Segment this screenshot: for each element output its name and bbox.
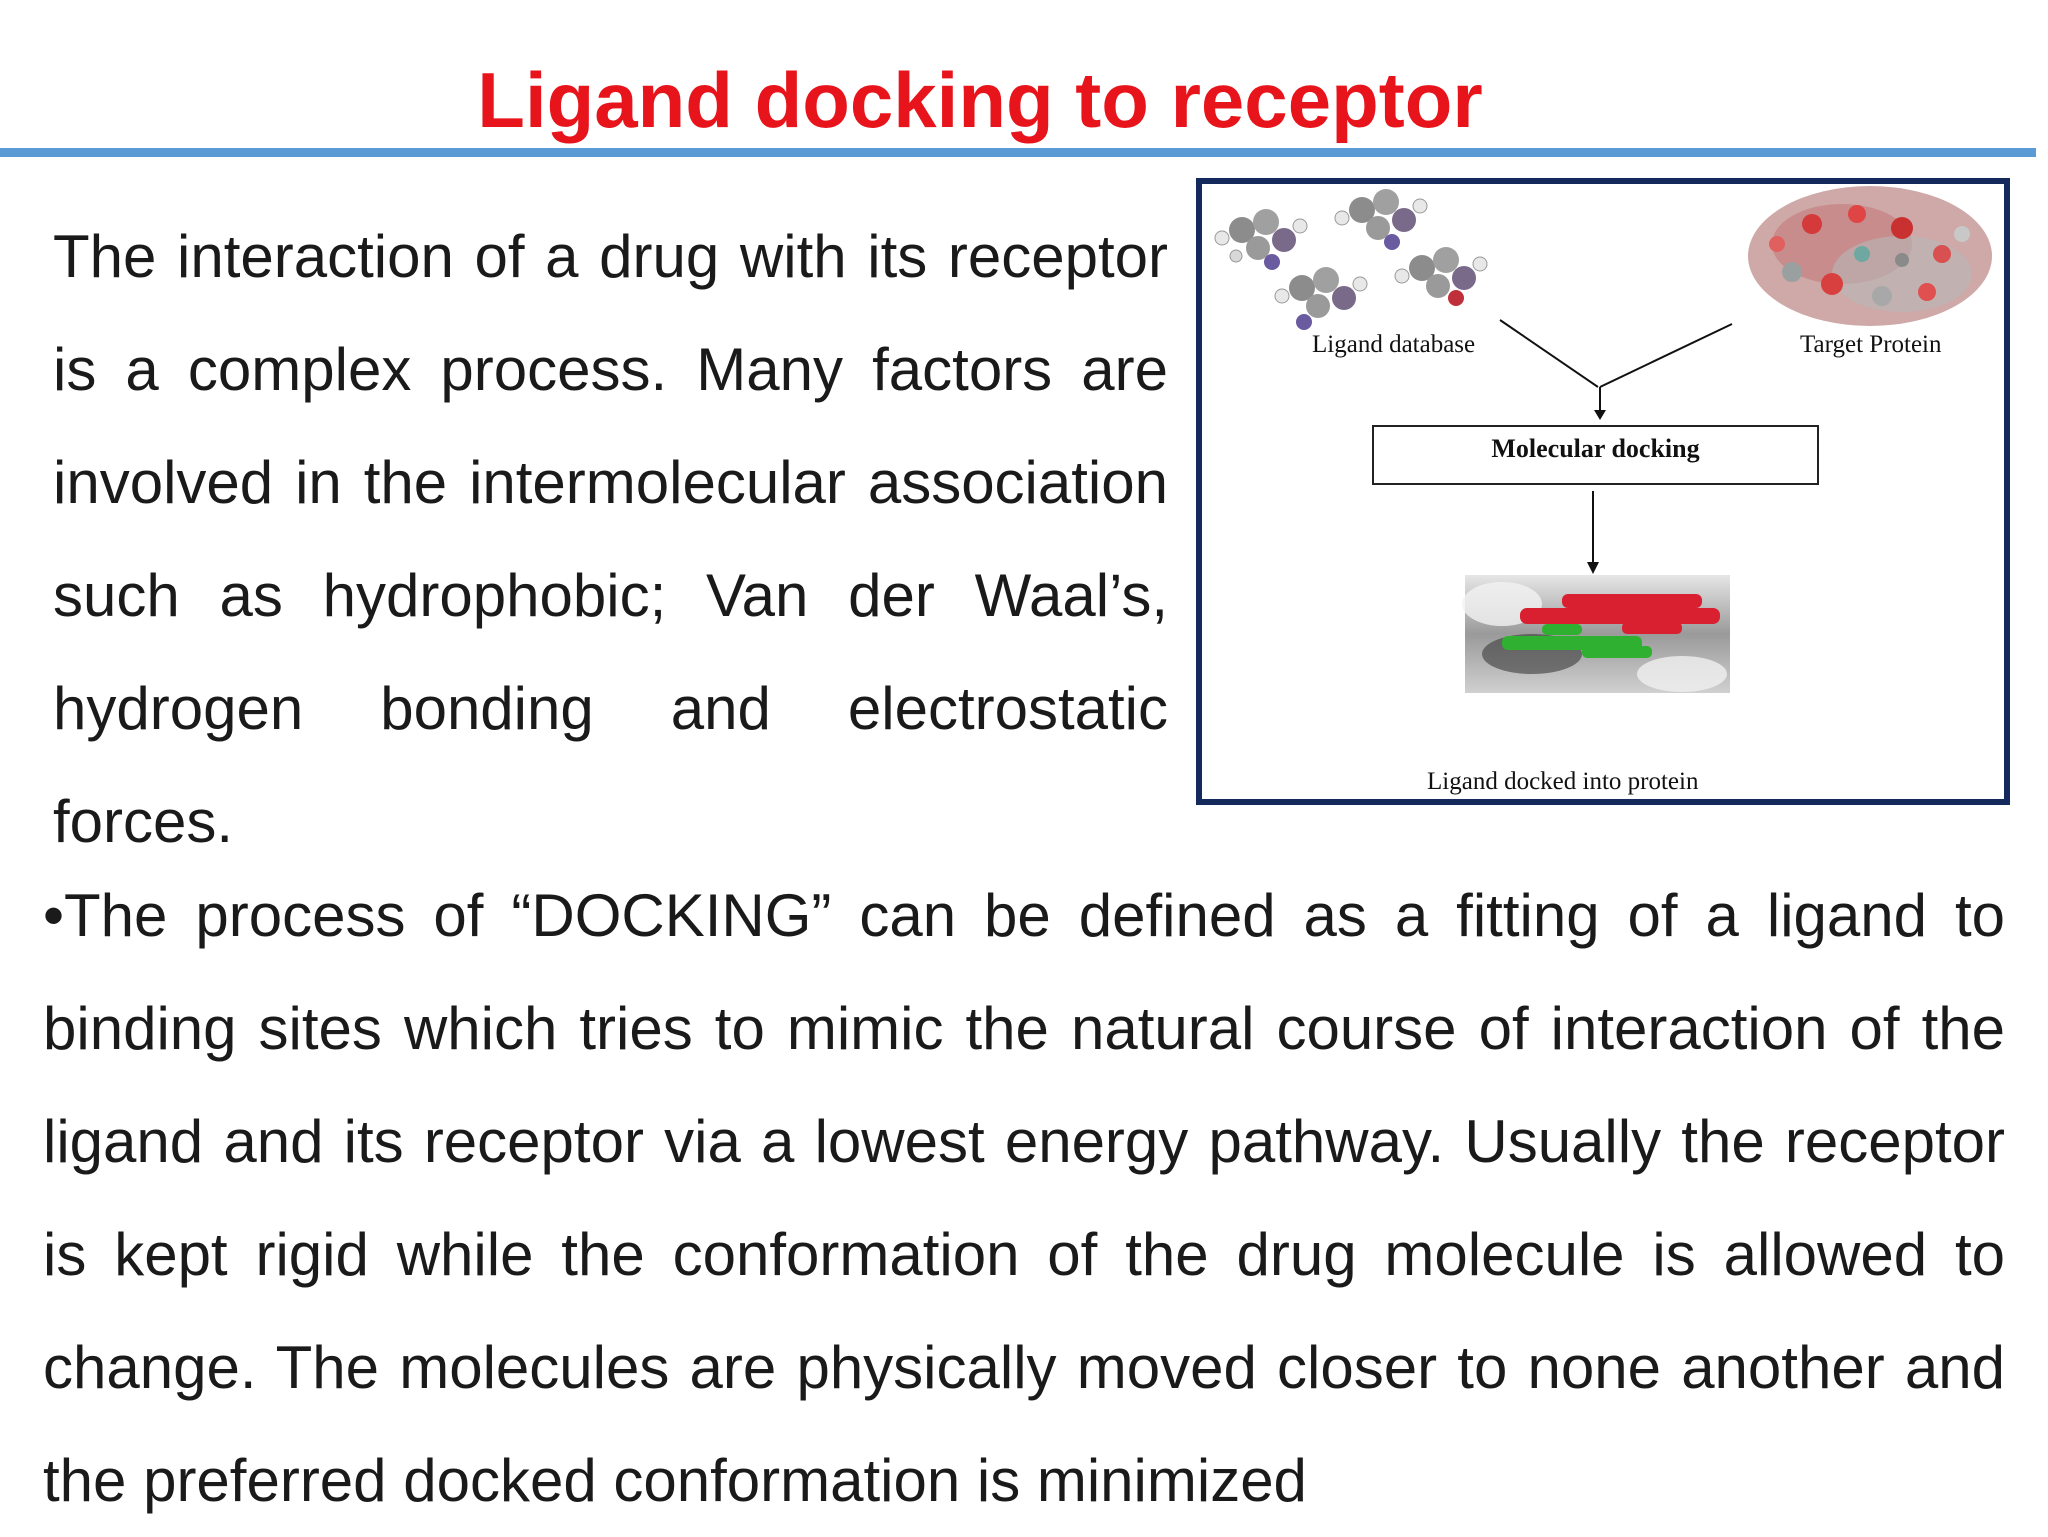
slide-title: Ligand docking to receptor [477,56,1483,144]
ligand-docked-label: Ligand docked into protein [1427,768,1699,795]
target-protein-label: Target Protein [1800,331,1942,358]
docking-figure: Ligand database Target Protein Molecular… [1196,178,2010,805]
ligand-database-label: Ligand database [1312,331,1476,358]
flow-arrows [1499,319,1733,565]
arrow-head-icon [1594,410,1606,420]
docked-complex-image [1462,575,1730,693]
title-divider [0,148,2036,157]
docking-diagram [1214,186,1992,693]
ligand-molecules-image [1214,189,1488,330]
molecular-docking-box: Molecular docking [1372,425,1819,485]
intro-paragraph: The interaction of a drug with its recep… [53,223,1168,855]
target-protein-image [1748,186,1992,326]
docking-definition-paragraph: •The process of “DOCKING” can be defined… [43,882,2005,1514]
arrow-head-icon [1587,562,1599,574]
